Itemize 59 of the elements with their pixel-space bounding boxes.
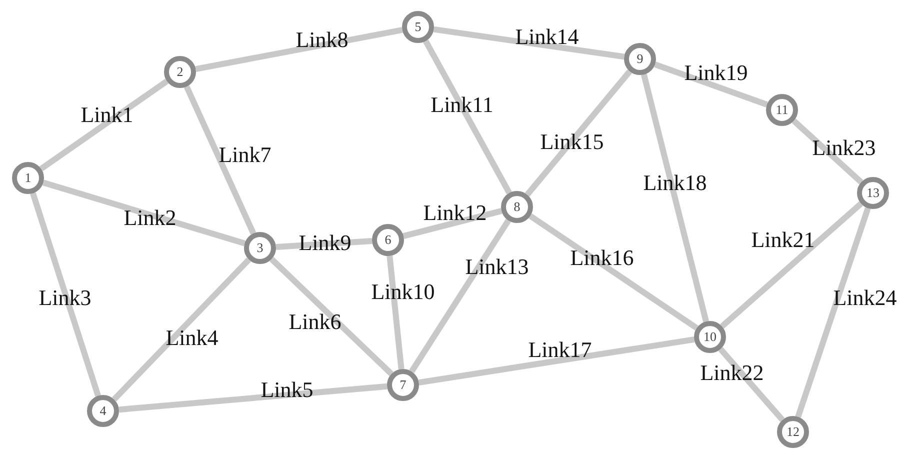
link-line: [269, 256, 394, 376]
link-line: [792, 118, 864, 184]
link-line: [718, 347, 785, 422]
node-circle: 4: [87, 395, 119, 427]
edge-label: Link11: [430, 94, 494, 116]
edge-label: Link5: [260, 379, 314, 401]
edge-label: Link18: [643, 172, 707, 194]
edge-label: Link1: [80, 104, 134, 126]
node-circle: 10: [694, 321, 726, 353]
link-line: [795, 207, 871, 418]
node-circle: 9: [624, 43, 656, 75]
edge-label: Link21: [751, 229, 815, 251]
node-circle: 7: [387, 369, 419, 401]
edge-label: Link12: [423, 202, 487, 224]
edge-label: Link7: [218, 144, 272, 166]
link-line: [276, 238, 372, 250]
edge-label: Link8: [296, 29, 348, 51]
node-circle: 11: [766, 94, 798, 126]
node-circle: 5: [402, 11, 434, 43]
link-line: [118, 383, 388, 413]
edge-label: Link2: [124, 207, 176, 229]
link-line: [720, 201, 863, 329]
edge-label: Link15: [540, 131, 604, 153]
link-line: [409, 218, 511, 374]
link-line: [386, 256, 404, 370]
link-line: [528, 213, 698, 331]
node-circle: 12: [777, 416, 809, 448]
edge-label: Link19: [684, 62, 748, 84]
node-circle: 3: [244, 232, 276, 264]
link-line: [195, 27, 403, 72]
link-line: [112, 257, 252, 402]
edge-label: Link3: [38, 287, 92, 309]
node-circle: 2: [164, 56, 196, 88]
edge-label: Link16: [570, 247, 634, 269]
edge-label: Link14: [515, 26, 579, 48]
link-line: [524, 69, 632, 197]
link-line: [641, 74, 709, 322]
edge-label: Link22: [700, 362, 764, 384]
edge-label: Link10: [371, 281, 435, 303]
edge-label: Link6: [288, 311, 342, 333]
edge-label: Link13: [465, 256, 529, 278]
link-line: [42, 180, 246, 246]
link-line: [433, 26, 625, 60]
node-circle: 1: [12, 162, 44, 194]
node-circle: 6: [372, 224, 404, 256]
link-line: [184, 85, 256, 235]
edge-label: Link4: [166, 327, 218, 349]
link-line: [30, 192, 101, 397]
link-line: [423, 40, 512, 194]
link-line: [654, 62, 768, 108]
edge-label: Link23: [812, 137, 876, 159]
node-circle: 13: [857, 177, 889, 209]
edge-label: Link17: [528, 339, 592, 361]
node-circle: 8: [501, 191, 533, 223]
link-line: [418, 336, 695, 386]
edge-label: Link9: [298, 232, 352, 254]
link-line: [39, 78, 169, 172]
link-line: [402, 208, 502, 239]
edge-label: Link24: [833, 287, 897, 309]
